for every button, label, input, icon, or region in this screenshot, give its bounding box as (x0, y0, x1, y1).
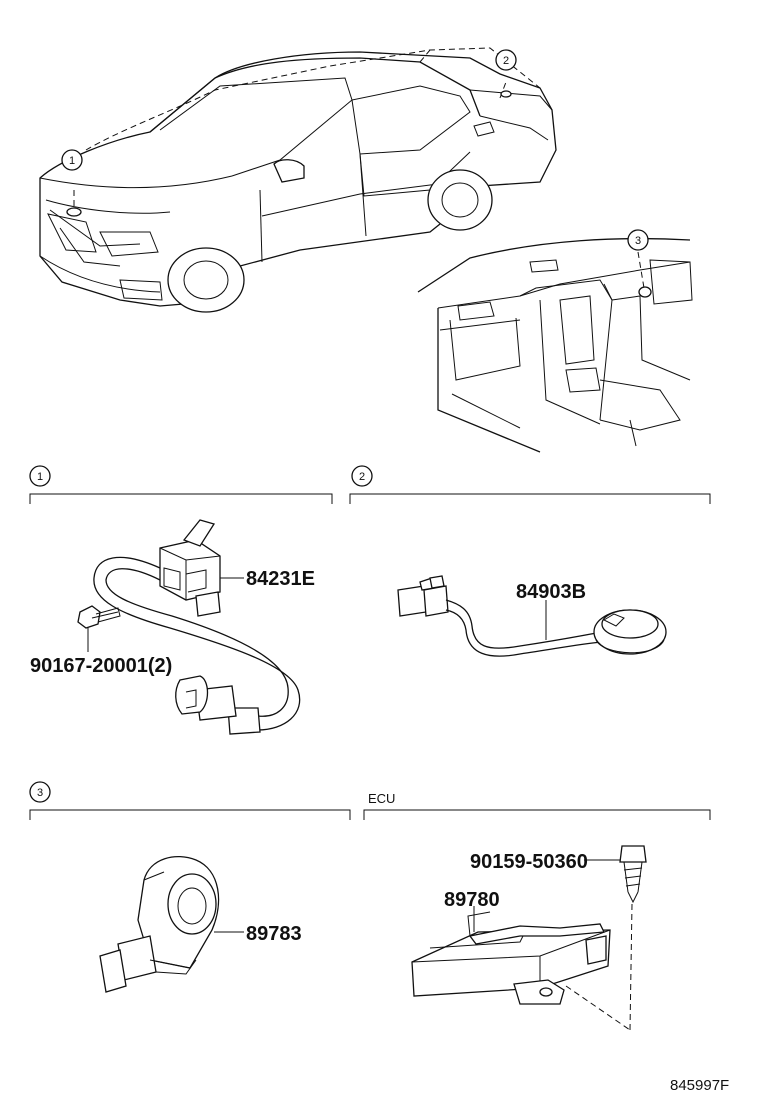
section-ecu-header: ECU (363, 791, 711, 820)
section-1-header: 1 (29, 465, 333, 504)
part-90159-50360-label: 90159-50360 (470, 851, 588, 873)
diagram-reference-number: 845997F (670, 1077, 729, 1094)
part-89780-label: 89780 (444, 889, 500, 911)
section-1-label: 1 (37, 471, 43, 483)
section-3-header: 3 (29, 781, 351, 820)
section-3-label: 3 (37, 787, 43, 799)
callout-3-label: 3 (635, 235, 641, 247)
part-84903B-label: 84903B (516, 581, 586, 603)
part-84231E-drawing: 84231E 90167-20001(2) (30, 519, 315, 735)
part-90167-20001-label: 90167-20001(2) (30, 655, 172, 677)
section-2-label: 2 (359, 471, 365, 483)
part-89783-label: 89783 (246, 923, 302, 945)
callout-2-label: 2 (503, 55, 509, 67)
part-84231E-label: 84231E (246, 568, 315, 590)
dashboard-illustration: 3 (417, 229, 693, 453)
part-84903B-drawing: 84903B (397, 575, 667, 657)
part-89783-drawing: 89783 (99, 856, 302, 993)
car-illustration: 1 2 (39, 47, 557, 313)
callout-1-label: 1 (69, 155, 75, 167)
section-2-header: 2 (349, 465, 711, 504)
section-ecu-label: ECU (368, 791, 395, 806)
part-89780-drawing: 90159-50360 89780 (411, 845, 647, 1031)
